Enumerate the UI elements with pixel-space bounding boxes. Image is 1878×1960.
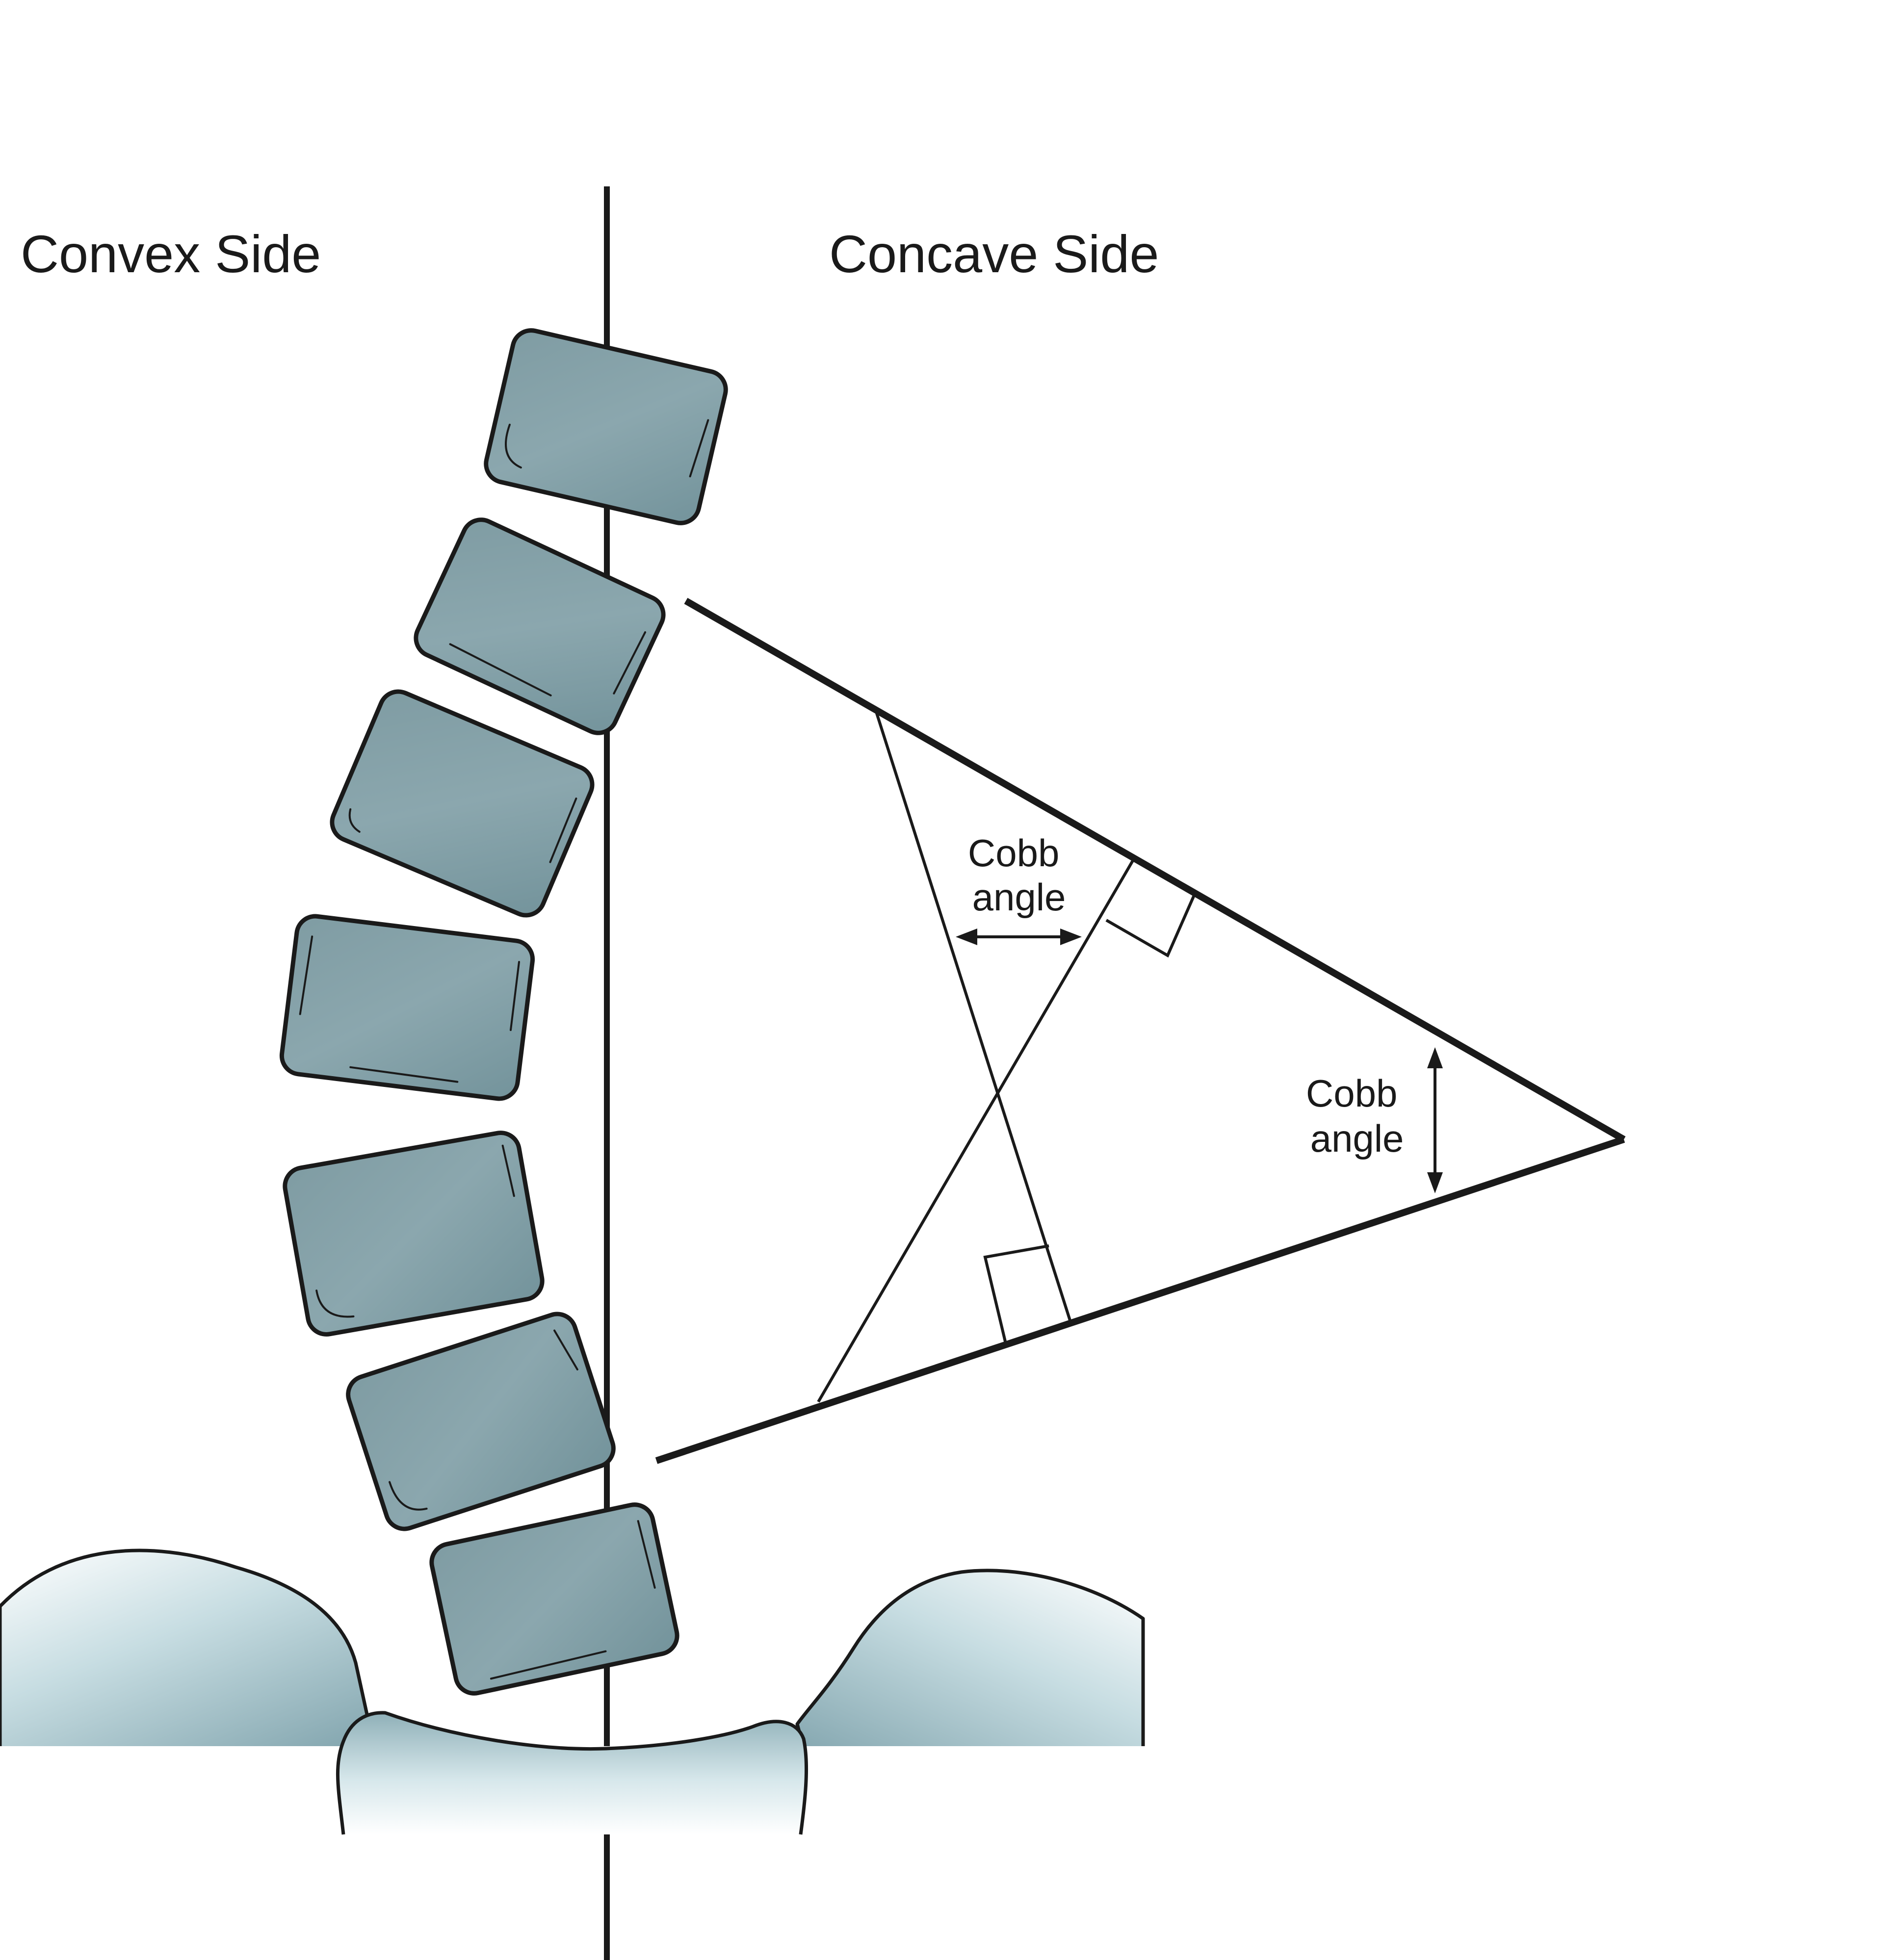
right-angle-marker-upper	[1105, 893, 1196, 958]
cobb-label-upper-line1: Cobb	[968, 831, 1059, 875]
perpendicular-lower	[817, 859, 1135, 1403]
upper-endplate-line	[684, 597, 1626, 1143]
cobb-arrow-upper	[956, 928, 1082, 945]
vertebra-7	[429, 1502, 679, 1696]
lower-endplate-line	[655, 1136, 1625, 1464]
cobb-angle-label-right: Cobb angle	[1306, 1072, 1408, 1160]
cobb-label-right-line1: Cobb	[1306, 1072, 1397, 1115]
right-angle-marker-lower	[983, 1244, 1049, 1344]
vertebra-4	[279, 914, 535, 1101]
vertebra-6	[346, 1312, 616, 1531]
vertebra-1	[484, 328, 728, 525]
vertebra-2	[414, 517, 666, 735]
cobb-label-upper-line2: angle	[972, 876, 1066, 919]
cobb-arrow-right	[1427, 1047, 1443, 1193]
concave-side-label: Concave Side	[829, 224, 1159, 284]
vertebra-5	[283, 1131, 545, 1337]
cobb-label-right-line2: angle	[1310, 1117, 1404, 1160]
pelvis	[0, 1548, 1177, 1835]
perpendicular-upper	[874, 710, 1072, 1322]
vertebra-3	[330, 689, 595, 918]
cobb-angle-label-upper: Cobb angle	[968, 831, 1070, 919]
sacrum	[336, 1711, 809, 1835]
spine	[279, 328, 728, 1696]
convex-side-label: Convex Side	[21, 224, 321, 284]
cobb-construction	[655, 597, 1626, 1464]
